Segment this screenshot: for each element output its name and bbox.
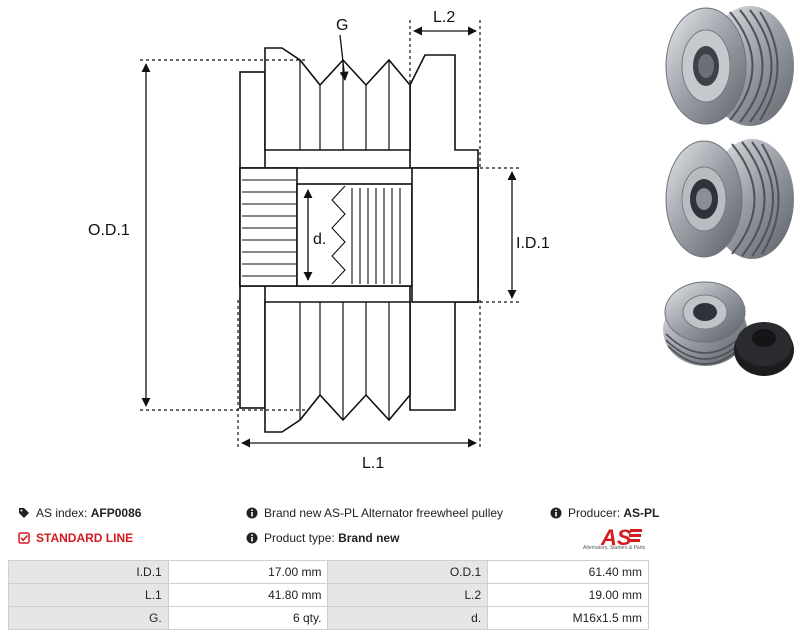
spec-label: O.D.1 [327,560,489,584]
as-index-value: AFP0086 [90,506,142,520]
info-icon [246,507,258,519]
producer-label: Producer: [568,506,621,520]
as-pl-logo: AS [600,525,642,550]
table-row: G. 6 qty. d. M16x1.5 mm [8,606,649,630]
product-type-row: Product type: Brand new [246,531,399,545]
pulley-photo-rear [665,139,794,259]
info-icon [246,532,258,544]
description-text: Brand new AS-PL Alternator freewheel pul… [264,506,504,520]
logo-text: AS [600,525,632,550]
product-type-value: Brand new [338,531,400,545]
logo-caption: Alternators, Starters & Parts [583,545,646,551]
pulley-photo-with-cap [663,281,794,376]
spec-value: M16x1.5 mm [487,606,649,630]
label-id1: I.D.1 [516,235,550,252]
producer-value: AS-PL [623,506,660,520]
spec-label: L.2 [327,583,489,607]
spec-value: 19.00 mm [487,583,649,607]
spec-value: 41.80 mm [167,583,329,607]
table-row: L.1 41.80 mm L.2 19.00 mm [8,583,649,607]
label-thread-d: d. [313,231,326,248]
pulley-photo-front [665,6,794,126]
producer-row: Producer: AS-PL [550,506,659,520]
check-square-icon [18,532,30,544]
pulley-technical-drawing: G L.2 O.D.1 I.D.1 d. L.1 [88,9,550,472]
spec-label: L.1 [8,583,169,607]
as-index-row: AS index: AFP0086 [18,506,141,520]
spec-value: 17.00 mm [167,560,329,584]
standard-line-row: STANDARD LINE [18,531,133,545]
standard-line-label: STANDARD LINE [36,531,134,545]
info-icon [550,507,562,519]
spec-label: I.D.1 [8,560,169,584]
label-od1: O.D.1 [88,222,130,239]
label-l1: L.1 [362,455,384,472]
product-type-label: Product type: [264,531,335,545]
table-row: I.D.1 17.00 mm O.D.1 61.40 mm [8,560,649,584]
spec-label: G. [8,606,169,630]
label-l2: L.2 [433,9,455,26]
label-g: G [336,17,348,34]
spec-value: 6 qty. [167,606,329,630]
spec-value: 61.40 mm [487,560,649,584]
specs-table: I.D.1 17.00 mm O.D.1 61.40 mm L.1 41.80 … [8,560,649,630]
as-index-label: AS index: [36,506,88,520]
description-row: Brand new AS-PL Alternator freewheel pul… [246,506,503,520]
tag-icon [19,508,29,518]
spec-label: d. [327,606,489,630]
